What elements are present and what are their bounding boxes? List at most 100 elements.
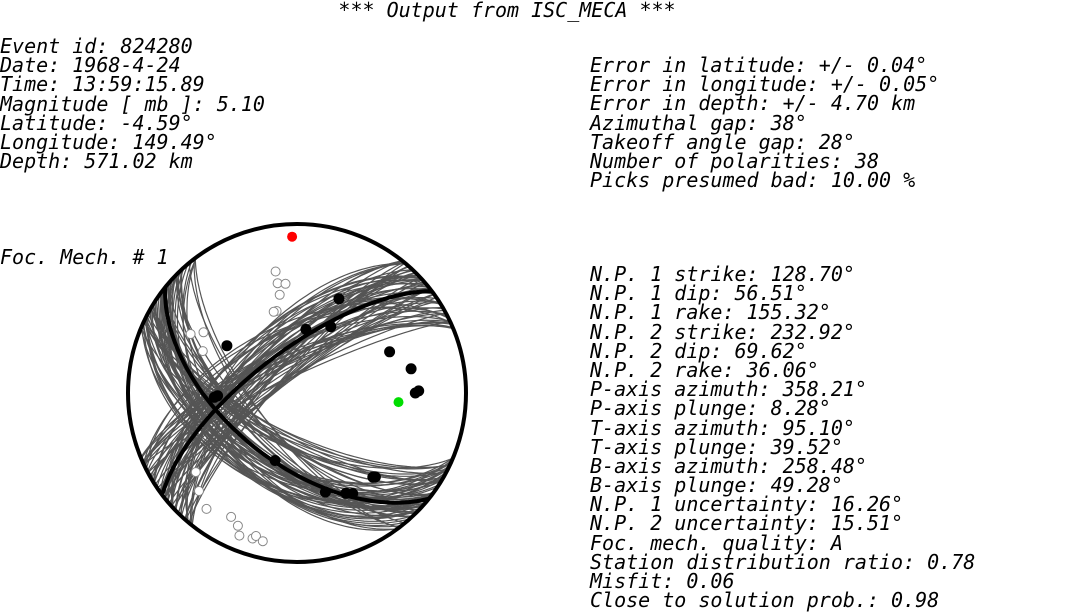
dilatation-station [280,278,291,289]
uncertainty-curve-2 [168,282,426,504]
uncertainty-curve-2 [171,278,423,507]
focal-sphere-outline [126,222,468,564]
uncertainty-curve-1 [141,326,453,494]
dilatation-station [257,536,268,547]
uncertainty-curve-2 [140,325,453,459]
solution-info-line: N.P. 2 strike: 232.92° [590,319,855,344]
uncertainty-curve-2 [143,320,450,466]
event-info-line: Date: 1968-4-24 [0,53,181,78]
uncertainty-curve-2 [154,300,440,486]
dilatation-station [190,467,201,478]
event-info-line: Latitude: -4.59° [0,110,193,135]
event-info-line: Longitude: 149.49° [0,129,217,154]
compression-station [384,346,396,358]
nodal-plane-band [140,256,454,531]
solution-info-line: Foc. mech. quality: A [590,530,843,555]
dilatation-station [251,531,261,541]
uncertainty-curve-2 [143,320,451,466]
solution-info-line: P-axis plunge: 8.28° [590,396,831,421]
t-axis-marker [393,397,404,408]
solution-info-line: Close to solution prob.: 0.98 [590,588,940,612]
solution-info-line: Misfit: 0.06 [590,569,735,593]
uncertainty-curve-2 [159,291,434,493]
uncertainty-curve-1 [166,278,422,518]
solution-info-line: Station distribution ratio: 0.78 [590,549,976,574]
error-info-line: Number of polarities: 38 [590,148,879,173]
compression-station [269,455,281,466]
uncertainty-curve-1 [145,317,449,475]
solution-info-line: N.P. 1 dip: 56.51° [590,281,807,306]
dilatation-station [268,306,279,317]
uncertainty-curve-1 [169,280,424,509]
error-info-line: Picks presumed bad: 10.00 % [590,168,916,193]
solution-info-line: N.P. 1 strike: 128.70° [590,262,855,286]
station-polarities [185,266,425,547]
uncertainty-curve-2 [174,274,419,511]
uncertainty-curve-1 [142,322,452,487]
solution-info: N.P. 1 strike: 128.70°N.P. 1 dip: 56.51°… [590,262,976,612]
uncertainty-curve-1 [157,294,435,509]
error-info-line: Error in latitude: +/- 0.04° [590,53,928,77]
uncertainty-curve-1 [143,321,451,469]
dilatation-station [226,511,237,522]
error-info-line: Error in longitude: +/- 0.05° [590,72,940,97]
uncertainty-curve-1 [174,266,410,524]
uncertainty-curve-2 [147,312,447,473]
uncertainty-curve-2 [162,287,432,497]
compression-station [208,391,220,403]
error-info-line: Takeoff angle gap: 28° [590,129,855,154]
compression-station [369,471,381,483]
uncertainty-curve-2 [177,271,416,514]
solution-info-line: N.P. 2 rake: 36.06° [590,357,819,382]
nodal-plane-1 [163,287,430,505]
uncertainty-curve-2 [184,265,410,520]
compression-station [221,340,233,352]
compression-station [325,321,337,333]
solution-info-line: B-axis azimuth: 258.48° [590,453,867,478]
compression-station [300,323,312,335]
stress-axes [287,231,404,408]
uncertainty-curve-2 [186,263,406,523]
uncertainty-curve-1 [140,327,454,469]
event-info-line: Time: 13:59:15.89 [0,72,205,97]
solution-info-line: T-axis plunge: 39.52° [590,434,843,459]
event-info-line: Event id: 824280 [0,34,193,58]
uncertainty-curve-1 [160,287,430,514]
uncertainty-curve-2 [157,297,437,489]
best-nodal-planes [160,287,432,505]
solution-info-line: N.P. 2 dip: 69.62° [590,338,807,363]
solution-info-line: N.P. 1 uncertainty: 16.26° [590,492,904,517]
dilatation-station [232,520,243,531]
nodal-plane-2 [160,289,432,496]
mechanism-label: Foc. Mech. # 1 [0,245,169,269]
uncertainty-curve-1 [154,300,440,498]
uncertainty-curve-2 [186,263,406,523]
solution-info-line: B-axis plunge: 49.28° [590,473,843,498]
solution-info-line: T-axis azimuth: 95.10° [590,415,855,440]
dilatation-station [234,530,245,541]
uncertainty-curve-2 [174,275,419,511]
dilatation-station [197,346,208,357]
solution-info-line: N.P. 1 rake: 155.32° [590,300,831,325]
p-axis-marker [287,231,298,242]
compression-station [409,387,421,399]
uncertainty-curve-1 [174,275,419,511]
solution-info-line: N.P. 2 uncertainty: 15.51° [590,511,904,536]
event-info-line: Magnitude [ mb ]: 5.10 [0,91,265,116]
error-info-line: Error in depth: +/- 4.70 km [590,91,916,116]
compression-station [405,363,417,375]
dilatation-station [198,327,209,338]
uncertainty-curve-2 [145,306,449,470]
uncertainty-curve-2 [144,302,449,468]
page-title: *** Output from ISC_MECA *** [338,0,676,22]
compression-station [347,488,359,499]
dilatation-station [194,486,204,496]
dilatation-station [201,503,212,514]
error-info: Error in latitude: +/- 0.04°Error in lon… [590,53,940,193]
event-info-line: Depth: 571.02 km [0,149,193,174]
uncertainty-curve-1 [149,308,444,496]
error-info-line: Azimuthal gap: 38° [590,110,807,135]
compression-station [319,486,331,498]
